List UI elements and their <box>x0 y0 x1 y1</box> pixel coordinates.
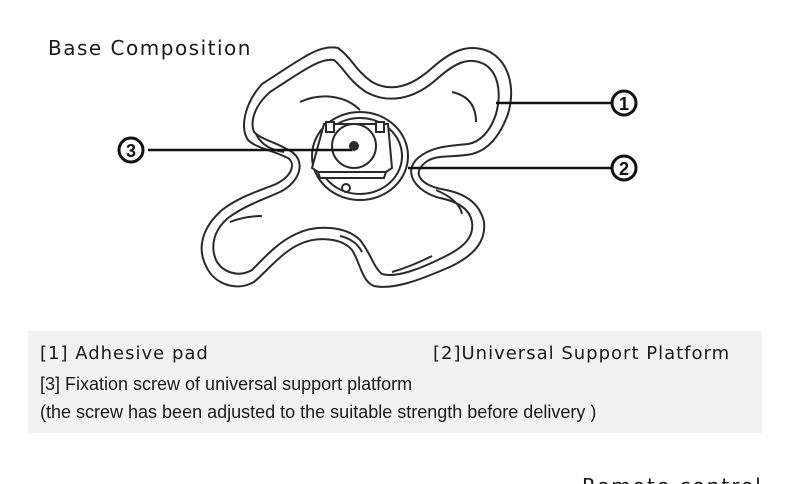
callout-3: 3 <box>117 136 145 164</box>
callout-2-label: 2 <box>619 159 629 179</box>
fixation-screw <box>331 123 377 193</box>
legend-note: (the screw has been adjusted to the suit… <box>40 402 597 422</box>
callout-1-label: 1 <box>619 94 629 114</box>
section-title: Base Composition <box>48 36 252 60</box>
callout-1: 1 <box>610 89 638 117</box>
legend-box: [1] Adhesive pad [2]Universal Support Pl… <box>28 331 762 433</box>
legend-item-adhesive-pad: [1] Adhesive pad <box>40 343 209 364</box>
cutoff-heading: Remote control <box>582 474 763 484</box>
legend-item-support-platform: [2]Universal Support Platform <box>433 343 731 364</box>
callout-3-label: 3 <box>126 141 136 161</box>
base-diagram: 1 2 3 <box>117 46 638 288</box>
legend-item-fixation-screw: [3] Fixation screw of universal support … <box>40 374 413 394</box>
adhesive-pad-shape <box>200 46 513 288</box>
callout-2: 2 <box>610 154 638 182</box>
